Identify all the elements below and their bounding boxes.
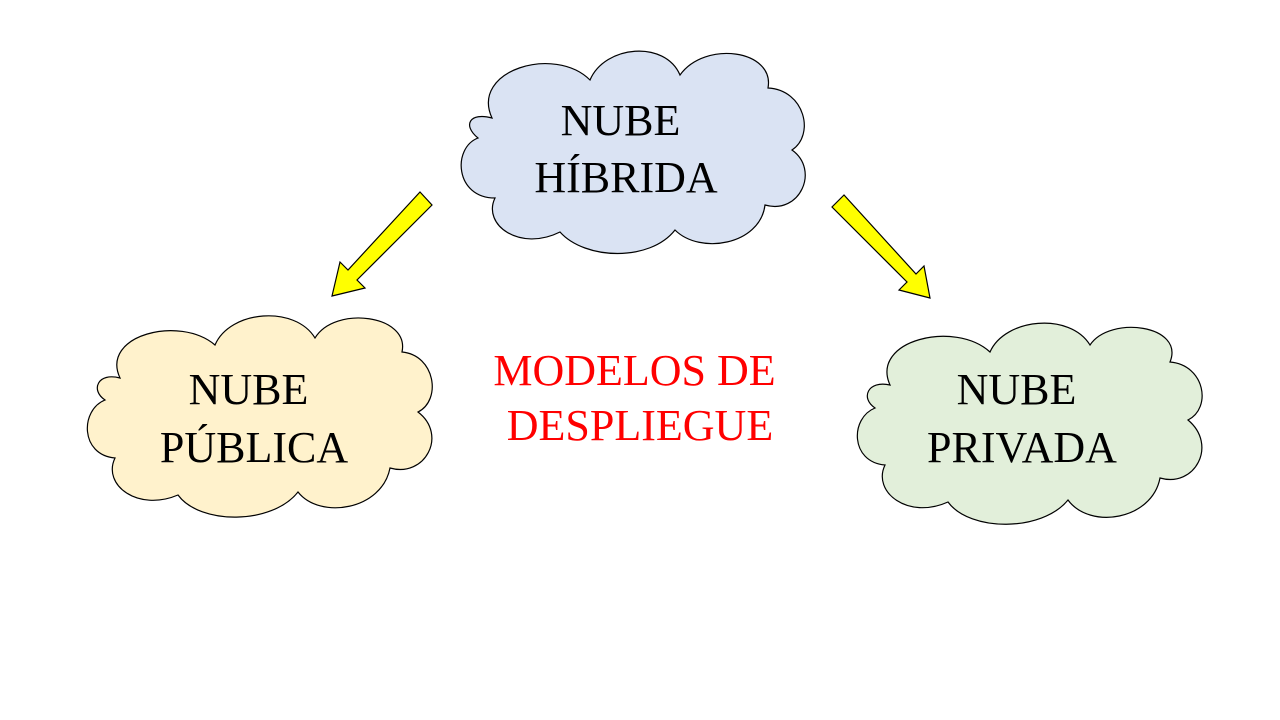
cloud-private-shape: [856, 322, 1203, 525]
diagram-title: MODELOS DE DESPLIEGUE: [493, 346, 786, 450]
cloud-public-label: NUBE PÚBLICA: [160, 365, 348, 472]
cloud-hybrid-label: NUBE HÍBRIDA: [534, 96, 718, 202]
arrow-to-private-cloud: [831, 194, 931, 299]
cloud-hybrid-shape: [460, 50, 806, 255]
cloud-private-label: NUBE PRIVADA: [927, 365, 1117, 472]
cloud-public-shape: [86, 315, 433, 518]
cloud-public: NUBE PÚBLICA: [86, 315, 433, 518]
arrow-to-public-cloud: [331, 191, 433, 297]
cloud-private: NUBE PRIVADA: [856, 322, 1203, 525]
cloud-hybrid: NUBE HÍBRIDA: [460, 50, 806, 255]
